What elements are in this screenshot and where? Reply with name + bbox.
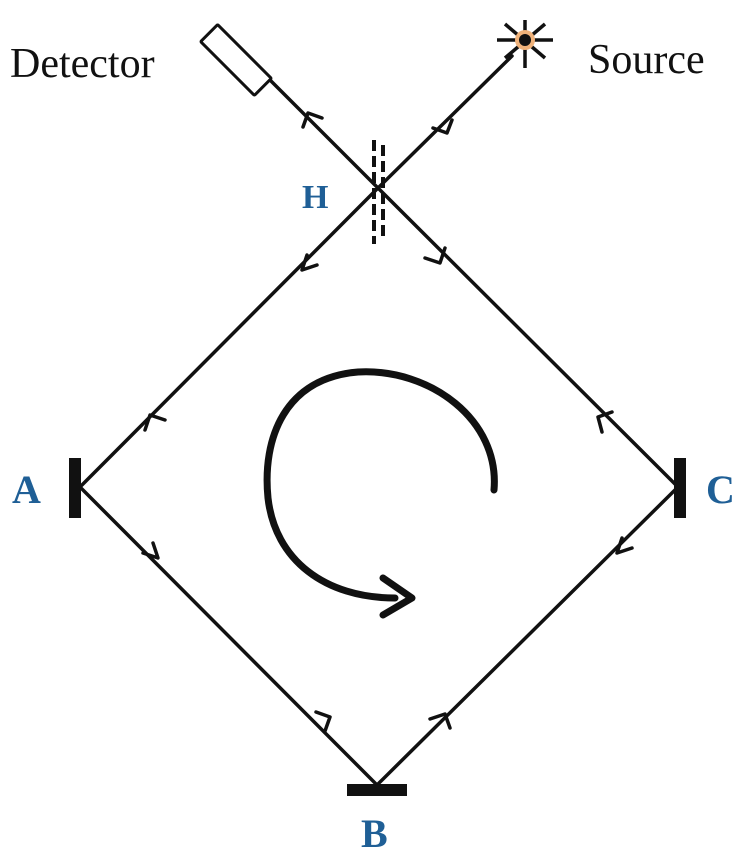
beam-source-to-splitter	[376, 54, 514, 190]
clockwise-rotation-arrow-icon	[263, 368, 498, 619]
arrow-toward-detector-icon	[301, 111, 324, 129]
splitter-label: H	[302, 179, 328, 216]
beam-detector-to-splitter	[266, 76, 380, 190]
mirror-a-label: A	[12, 467, 41, 512]
detector-label: Detector	[10, 41, 155, 87]
arrow-c-to-splitter-icon	[596, 410, 614, 434]
mirror-c-label: C	[706, 467, 735, 512]
arrow-c-to-b-icon	[615, 536, 634, 555]
arrow-splitter-to-c-icon	[423, 246, 447, 265]
arrow-from-source-icon	[431, 118, 454, 135]
mirror-c-icon	[674, 458, 686, 518]
arrow-a-to-splitter-icon	[143, 413, 167, 432]
mirror-b-label: B	[361, 811, 388, 854]
source-label: Source	[588, 37, 705, 83]
arrow-splitter-to-a-icon	[300, 253, 319, 272]
beam-splitter-to-mirror-c	[376, 186, 680, 489]
beam-splitter-to-mirror-a	[78, 186, 380, 489]
beam-paths	[78, 54, 680, 787]
beam-splitter-icon	[372, 140, 385, 244]
direction-arrows	[141, 111, 634, 733]
mirror-a-icon	[69, 458, 81, 518]
star-light-source-icon	[497, 20, 553, 68]
mirror-b-icon	[347, 784, 407, 796]
beam-mirror-c-to-mirror-b	[375, 485, 680, 787]
arrow-b-to-c-icon	[428, 712, 452, 730]
rectangle-detector-icon	[199, 23, 273, 97]
arrow-b-to-a-icon	[314, 710, 332, 733]
beam-mirror-a-to-mirror-b	[78, 485, 379, 787]
arrow-a-to-b-icon	[141, 541, 160, 560]
